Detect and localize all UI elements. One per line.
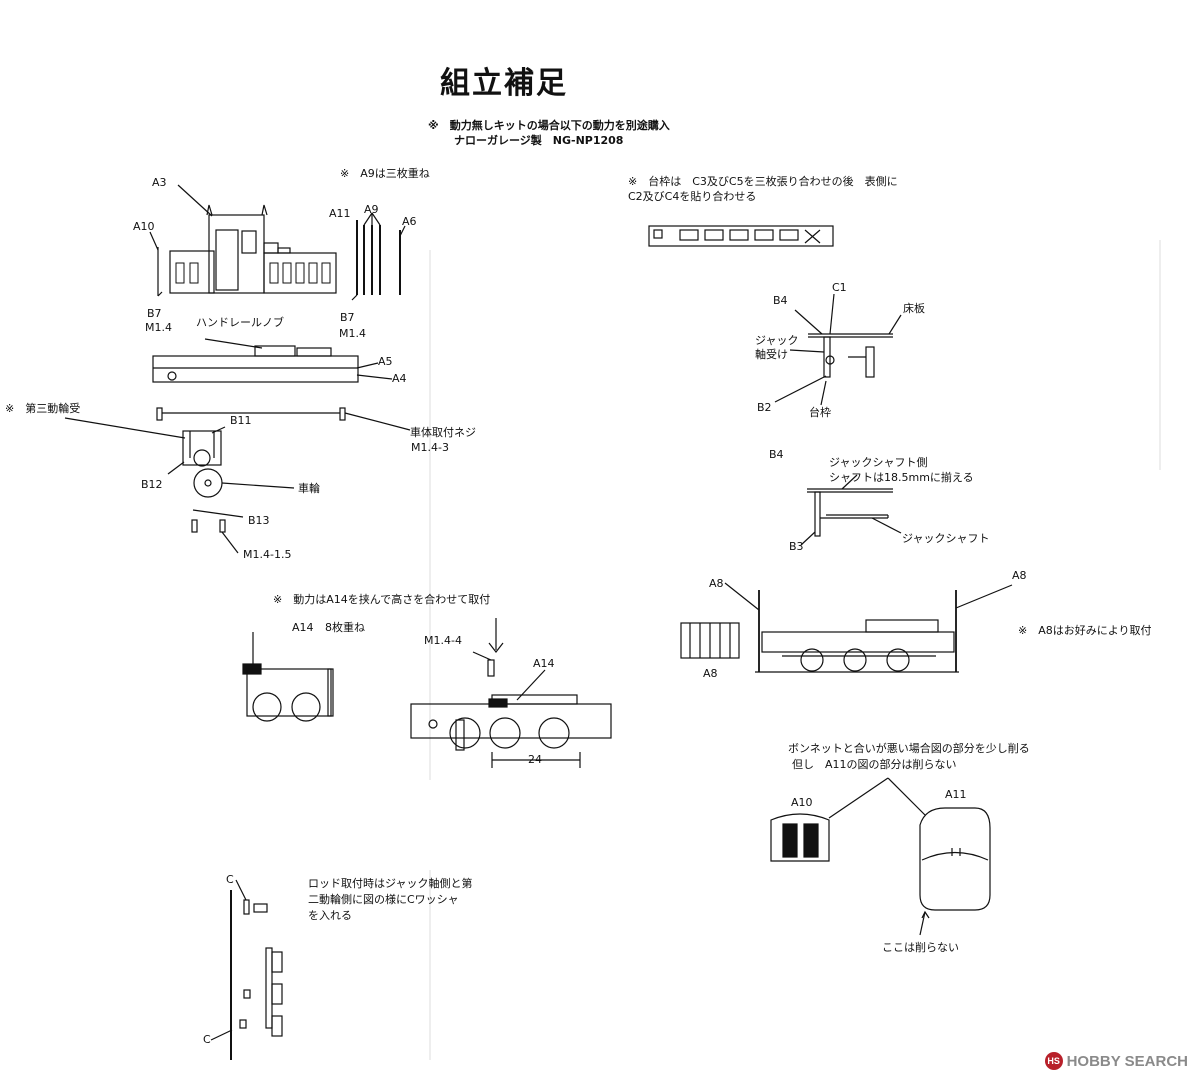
note-power: ※ 動力はA14を挟んで高さを合わせて取付	[273, 593, 491, 606]
label-a9: A9	[364, 203, 379, 216]
label-a14-left: A14	[292, 621, 314, 634]
label-a11-bonnet: A11	[945, 788, 967, 801]
label-m14-left: M1.4	[145, 321, 172, 334]
note-rod-2: 二動輪側に図の様にCワッシャ	[308, 893, 459, 906]
subtitle-line-1: ※ 動力無しキットの場合以下の動力を別途購入	[428, 119, 670, 132]
label-a10-bonnet: A10	[791, 796, 813, 809]
label-bearing: 軸受け	[755, 348, 788, 361]
label-b13: B13	[248, 514, 270, 527]
label-frame: 台枠	[809, 406, 831, 419]
label-a11: A11	[329, 207, 351, 220]
note-bonnet-2: 但し A11の図の部分は削らない	[792, 758, 957, 771]
note-bonnet-1: ボンネットと合いが悪い場合図の部分を少し削る	[788, 742, 1030, 755]
label-b7-left: B7	[147, 307, 162, 320]
label-a3: A3	[152, 176, 167, 189]
label-c1: C1	[832, 281, 847, 294]
note-daiwaku-2: C2及びC4を貼り合わせる	[628, 190, 757, 203]
body-drawing	[149, 184, 337, 297]
watermark-text: HOBBY SEARCH	[1066, 1052, 1188, 1070]
power-unit-drawing	[410, 618, 612, 768]
label-b7-right: B7	[340, 311, 355, 324]
jack-shaft-drawing	[800, 474, 902, 546]
note-jack-shaft-side-2: シャフトは18.5mmに揃える	[829, 471, 974, 484]
third-bearing-drawing	[64, 417, 295, 554]
label-b2: B2	[757, 401, 772, 414]
frame-side-drawing	[774, 293, 902, 406]
page-title: 組立補足	[440, 66, 568, 101]
label-body-screw-size: M1.4-3	[411, 441, 449, 454]
label-a14-stack: 8枚重ね	[325, 621, 365, 634]
label-a6: A6	[402, 215, 417, 228]
a9-plates	[351, 212, 406, 301]
label-body-screw: 車体取付ネジ	[410, 426, 476, 439]
note-jack-shaft-side-1: ジャックシャフト側	[829, 456, 928, 469]
label-a10: A10	[133, 220, 155, 233]
a8-chassis-drawing	[680, 582, 1013, 673]
label-b11: B11	[230, 414, 252, 427]
label-b3: B3	[789, 540, 804, 553]
note-rod-1: ロッド取付時はジャック軸側と第	[308, 877, 473, 890]
bonnet-drawing	[770, 777, 991, 936]
label-c-top: C	[226, 873, 234, 886]
label-jack-shaft: ジャックシャフト	[902, 532, 990, 545]
label-jack: ジャック	[755, 334, 799, 347]
label-wheel: 車輪	[298, 482, 320, 495]
frame-top-drawing	[648, 225, 834, 247]
note-rod-3: を入れる	[308, 909, 352, 922]
label-m14-right: M1.4	[339, 327, 366, 340]
label-a8-left: A8	[709, 577, 724, 590]
label-a14-right: A14	[533, 657, 555, 670]
label-a8-part: A8	[703, 667, 718, 680]
label-m14-4: M1.4-4	[424, 634, 462, 647]
label-b12: B12	[141, 478, 163, 491]
rod-drawing	[210, 879, 283, 1060]
label-a8-right: A8	[1012, 569, 1027, 582]
label-b4-lower: B4	[769, 448, 784, 461]
body-screws	[156, 407, 411, 431]
label-not-cut: ここは削らない	[882, 941, 959, 954]
label-a5: A5	[378, 355, 393, 368]
label-b4: B4	[773, 294, 788, 307]
note-daiwaku-1: ※ 台枠は C3及びC5を三枚張り合わせの後 表側に	[628, 175, 898, 188]
a14-drawing	[242, 632, 334, 722]
label-c-bottom: C	[203, 1033, 211, 1046]
label-handrail: ハンドレールノブ	[196, 316, 284, 329]
hobby-search-logo-icon: HS	[1044, 1052, 1063, 1070]
chassis-drawing	[152, 338, 393, 383]
note-third-bearing: ※ 第三動輪受	[5, 402, 81, 415]
label-a4: A4	[392, 372, 407, 385]
watermark: HS HOBBY SEARCH	[1044, 1052, 1188, 1070]
note-a9: ※ A9は三枚重ね	[340, 167, 430, 180]
label-m14-15: M1.4-1.5	[243, 548, 292, 561]
subtitle-line-2: ナローガレージ製 NG-NP1208	[454, 134, 624, 147]
label-floor: 床板	[903, 302, 925, 315]
label-dim-24: 24	[528, 753, 542, 766]
note-a8: ※ A8はお好みにより取付	[1018, 624, 1152, 637]
